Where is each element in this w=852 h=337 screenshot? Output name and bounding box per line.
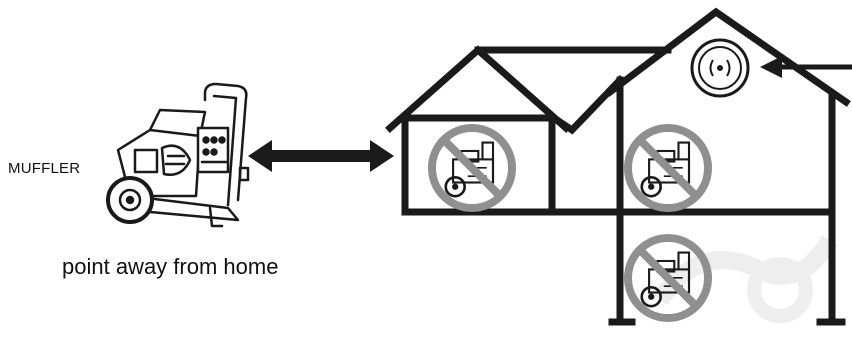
watermark bbox=[652, 235, 838, 323]
pointer-arrow-icon bbox=[760, 56, 852, 78]
muffler-label: MUFFLER bbox=[8, 160, 81, 177]
pressure-washer-generator-icon bbox=[106, 82, 250, 228]
prohibited-generator-right-room bbox=[624, 124, 712, 212]
prohibited-generator-basement bbox=[624, 234, 712, 322]
double-headed-arrow-icon bbox=[248, 140, 394, 172]
prohibited-generator-left-room bbox=[428, 124, 516, 212]
house-outline bbox=[385, 7, 851, 326]
instruction-caption: point away from home bbox=[62, 254, 279, 279]
co-alarm-icon bbox=[690, 38, 750, 98]
